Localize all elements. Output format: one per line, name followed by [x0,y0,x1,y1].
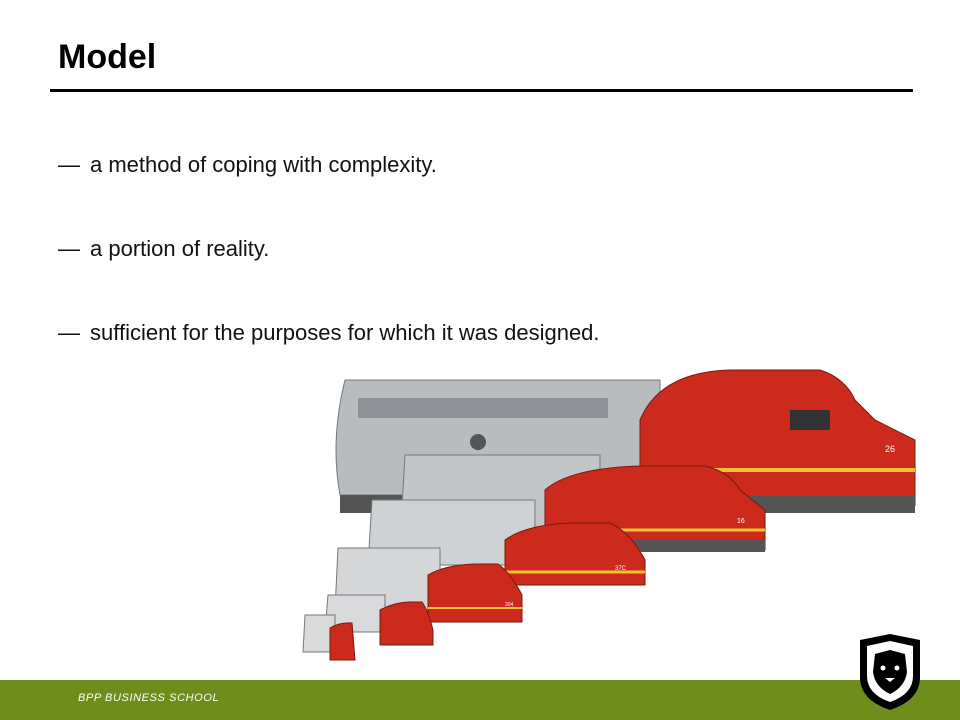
bullet-text: a portion of reality. [90,236,270,261]
title-divider [50,89,913,92]
locomotive-number: 304 [505,602,514,608]
lion-shield-icon [860,634,920,710]
model-trains-icon: 26 16 37C 304 [302,369,916,661]
bullet-text: sufficient for the purposes for which it… [90,320,600,345]
bullet-item: — sufficient for the purposes for which … [58,318,618,348]
bullet-item: — a portion of reality. [58,234,618,264]
bullet-dash: — [58,152,80,177]
locomotive-number: 26 [885,444,895,454]
locomotive-number: 16 [737,518,745,525]
bullet-text: a method of coping with complexity. [90,152,437,177]
bullet-dash: — [58,236,80,261]
footer-label: BPP BUSINESS SCHOOL [78,692,220,704]
locomotive-number: 37C [615,566,627,572]
slide-title: Model [58,38,157,76]
footer-bar [0,680,960,720]
locomotive-tiny [302,594,434,661]
bullet-item: — a method of coping with complexity. [58,150,618,180]
bullet-list: — a method of coping with complexity. — … [58,150,618,402]
bullet-dash: — [58,320,80,345]
